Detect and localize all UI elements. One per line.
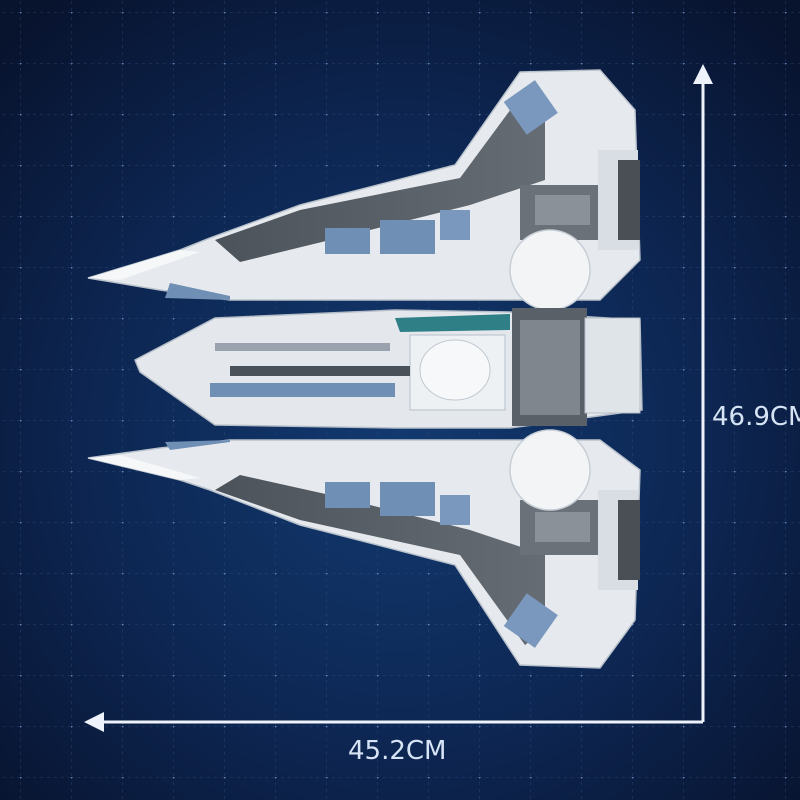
height-dimension-arrow [693, 64, 713, 722]
lower-wing [87, 429, 641, 669]
fuselage [134, 308, 643, 429]
width-dimension-arrow [84, 712, 703, 732]
height-dimension-label: 46.9CM [712, 402, 800, 432]
width-dimension-label: 45.2CM [348, 736, 447, 766]
upper-wing [87, 69, 641, 311]
